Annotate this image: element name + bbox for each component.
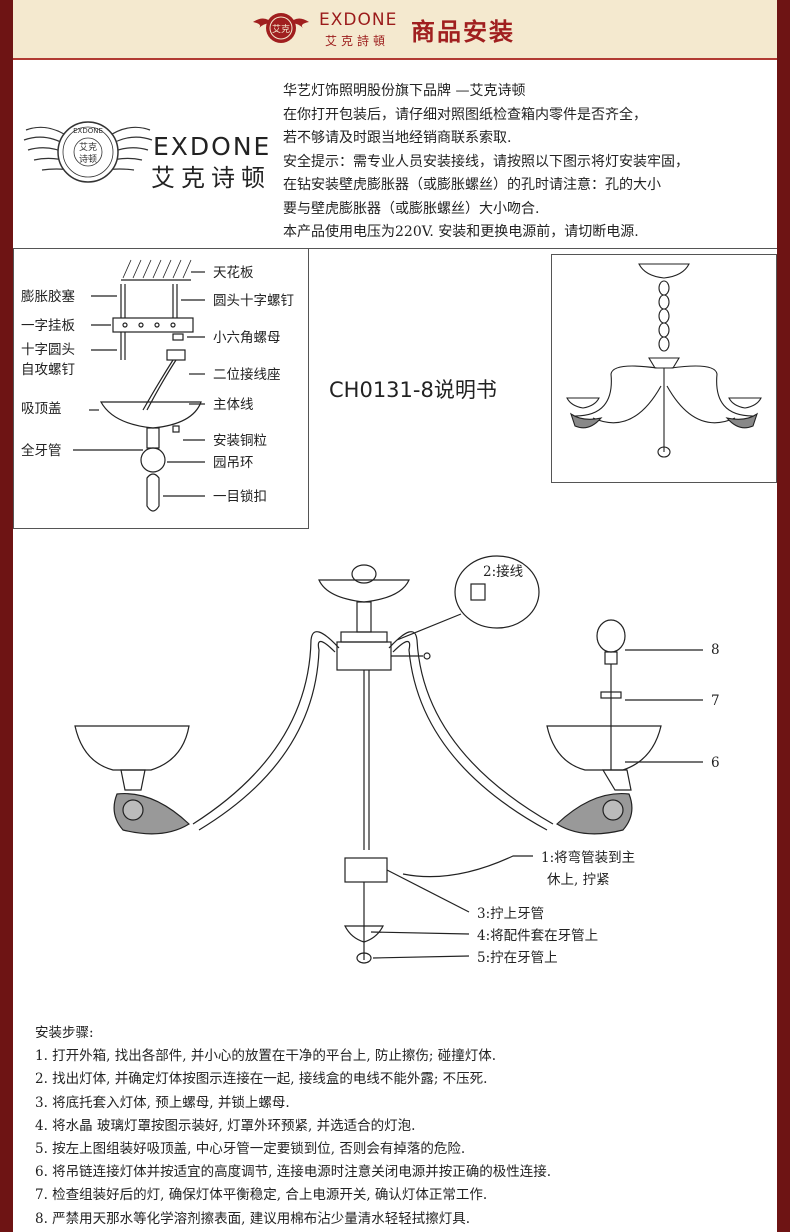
intro-line: 要与壁虎膨胀器（或膨胀螺丝）大小吻合. (283, 200, 540, 217)
model-title: CH0131-8说明书 (329, 378, 497, 402)
step-item: 1. 打开外箱, 找出各部件, 并小心的放置在干净的平台上, 防止擦伤; 碰撞灯… (35, 1048, 497, 1065)
label-terminal: 二位接线座 (213, 366, 281, 383)
header-brand: EXDONE (319, 10, 398, 30)
label-round-screw: 圆头十字螺钉 (213, 293, 294, 309)
label-main-wire: 主体线 (213, 397, 254, 413)
label-ring: 园吊环 (213, 455, 254, 471)
step-item: 5. 按左上图组装好吸顶盖, 中心牙管一定要锁到位, 否则会有掉落的危险. (35, 1141, 466, 1158)
seal-brand: EXDONE (73, 127, 103, 135)
intro-line: 本产品使用电压为220V. 安装和更换电源前，请切断电源. (283, 224, 639, 240)
intro-line: 在你打开包装后，请仔细对照图纸检查箱内零件是否齐全， (283, 106, 647, 123)
label-copper: 安装铜粒 (213, 433, 267, 449)
seal-cn-top: 艾克 (79, 142, 97, 153)
steps-title: 安装步骤: (35, 1025, 94, 1041)
callout-8: 8 (711, 642, 720, 658)
chandelier-thumbnail (566, 263, 762, 458)
divider (308, 248, 309, 528)
header-banner: 艾克 EXDONE 艾克詩頓 商品安装 (13, 0, 777, 60)
divider (551, 254, 552, 482)
brand-badge-icon: 艾克 (253, 13, 309, 43)
label-screw: 十字圆头 (21, 342, 75, 358)
step-item: 4. 将水晶 玻璃灯罩按图示装好, 灯罩外环预紧, 并选适合的灯泡. (35, 1117, 416, 1134)
callout-1a: 1:将弯管装到主 (541, 849, 635, 866)
intro-line: 在钻安装壁虎膨胀器（或膨胀螺丝）的孔时请注意：孔的大小 (283, 177, 661, 193)
step-item: 7. 检查组装好后的灯, 确保灯体平衡稳定, 合上电源开关, 确认灯体正常工作. (35, 1187, 488, 1204)
label-canopy: 吸顶盖 (21, 401, 62, 417)
svg-text:艾克: 艾克 (272, 24, 290, 35)
step-item: 2. 找出灯体, 并确定灯体按图示连接在一起, 接线盒的电线不能外露; 不压死. (35, 1071, 488, 1088)
logo-brand: EXDONE (153, 132, 272, 161)
divider (776, 254, 777, 482)
label-ceiling: 天花板 (213, 265, 254, 281)
mounting-parts-diagram: 天花板 圆头十字螺钉 小六角螺母 二位接线座 主体线 安装铜粒 园吊环 一目锁扣… (21, 259, 294, 512)
label-bracket: 一字挂板 (21, 318, 75, 334)
page-title: 商品安装 (411, 18, 515, 46)
callout-5: 5:拧在牙管上 (477, 950, 558, 966)
step-item: 8. 严禁用天那水等化学溶剂擦表面, 建议用棉布沾少量清水轻轻拭擦灯具. (35, 1210, 471, 1227)
installation-steps: 安装步骤: 1. 打开外箱, 找出各部件, 并小心的放置在干净的平台上, 防止擦… (35, 1022, 775, 1231)
callout-1b: 休上, 拧紧 (547, 872, 610, 888)
intro-line: 华艺灯饰照明股份旗下品牌 —艾克诗顿 (283, 83, 526, 99)
header-brand-cn: 艾克詩頓 (325, 34, 390, 48)
label-threaded-rod: 全牙管 (21, 442, 62, 459)
callout-3: 3:拧上牙管 (477, 906, 544, 922)
divider (13, 248, 777, 249)
step-item: 6. 将吊链连接灯体并按适宜的高度调节, 连接电源时注意关闭电源并按正确的极性连… (35, 1164, 552, 1181)
divider (551, 482, 777, 483)
label-hex-nut: 小六角螺母 (213, 330, 281, 346)
chandelier-assembly-diagram: 2:接线 8 7 6 1:将弯管装到主 休上, 拧紧 3:拧上牙管 4:将配件套… (74, 555, 720, 966)
instruction-sheet: 艾克 EXDONE 艾克詩頓 商品安装 EXDONE 艾克 诗顿 EXDONE … (13, 0, 777, 1232)
label-anchor: 膨胀胶塞 (21, 288, 75, 305)
intro-text: 华艺灯饰照明股份旗下品牌 —艾克诗顿 在你打开包装后，请仔细对照图纸检查箱内零件… (283, 80, 773, 245)
step-item: 3. 将底托套入灯体, 预上螺母, 并锁上螺母. (35, 1094, 290, 1111)
callout-4: 4:将配件套在牙管上 (477, 928, 598, 944)
callout-7: 7 (711, 693, 720, 709)
seal-cn-bottom: 诗顿 (79, 153, 97, 165)
label-screw2: 自攻螺钉 (21, 362, 75, 378)
intro-line: 若不够请及时跟当地经销商联系索取. (283, 130, 512, 146)
label-lock-buckle: 一目锁扣 (213, 489, 267, 505)
divider (13, 528, 309, 529)
exdone-winged-seal-logo: EXDONE 艾克 诗顿 (23, 121, 153, 183)
intro-line: 安全提示：需专业人员安装接线，请按照以下图示将灯安装牢固， (283, 153, 689, 170)
divider (551, 254, 777, 255)
callout-6: 6 (711, 755, 720, 771)
logo-brand-cn: 艾克诗顿 (151, 164, 271, 192)
divider (13, 248, 14, 528)
callout-wiring: 2:接线 (483, 563, 523, 580)
